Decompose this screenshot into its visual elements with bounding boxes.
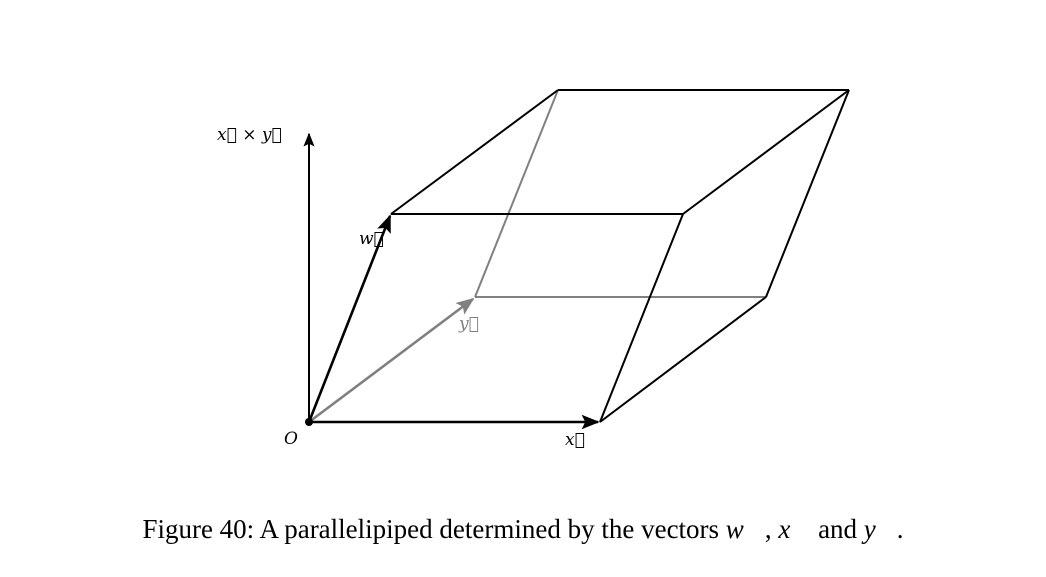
caption-prefix: Figure 40: <box>142 514 255 544</box>
caption-text: A parallelipiped determined by the vecto… <box>259 514 720 544</box>
vector-w-arrow <box>307 214 392 423</box>
caption-vector-w: w⃗ <box>725 514 765 544</box>
caption-sep: , <box>764 514 772 544</box>
label-y: y⃗ <box>458 314 479 334</box>
figure-caption: Figure 40: A parallelipiped determined b… <box>0 514 1046 545</box>
caption-vector-y: y⃗ <box>863 514 897 544</box>
edge-top-right <box>682 89 850 215</box>
label-cross: x⃗ × y⃗ <box>217 125 282 145</box>
edge-bottom-right <box>599 296 767 423</box>
vector-y-arrow <box>308 297 475 424</box>
hidden-edge-y-up <box>474 89 559 298</box>
edge-front-right <box>599 213 684 423</box>
label-w: w⃗ <box>359 229 384 249</box>
label-origin: O <box>284 429 298 449</box>
origin-point <box>305 418 313 426</box>
caption-end: . <box>896 514 904 544</box>
edge-back-right <box>765 89 850 298</box>
label-x: x⃗ <box>565 430 585 450</box>
caption-vector-x: x⃗ <box>778 514 812 544</box>
caption-and: and <box>818 514 858 544</box>
edge-top-left <box>390 89 559 215</box>
